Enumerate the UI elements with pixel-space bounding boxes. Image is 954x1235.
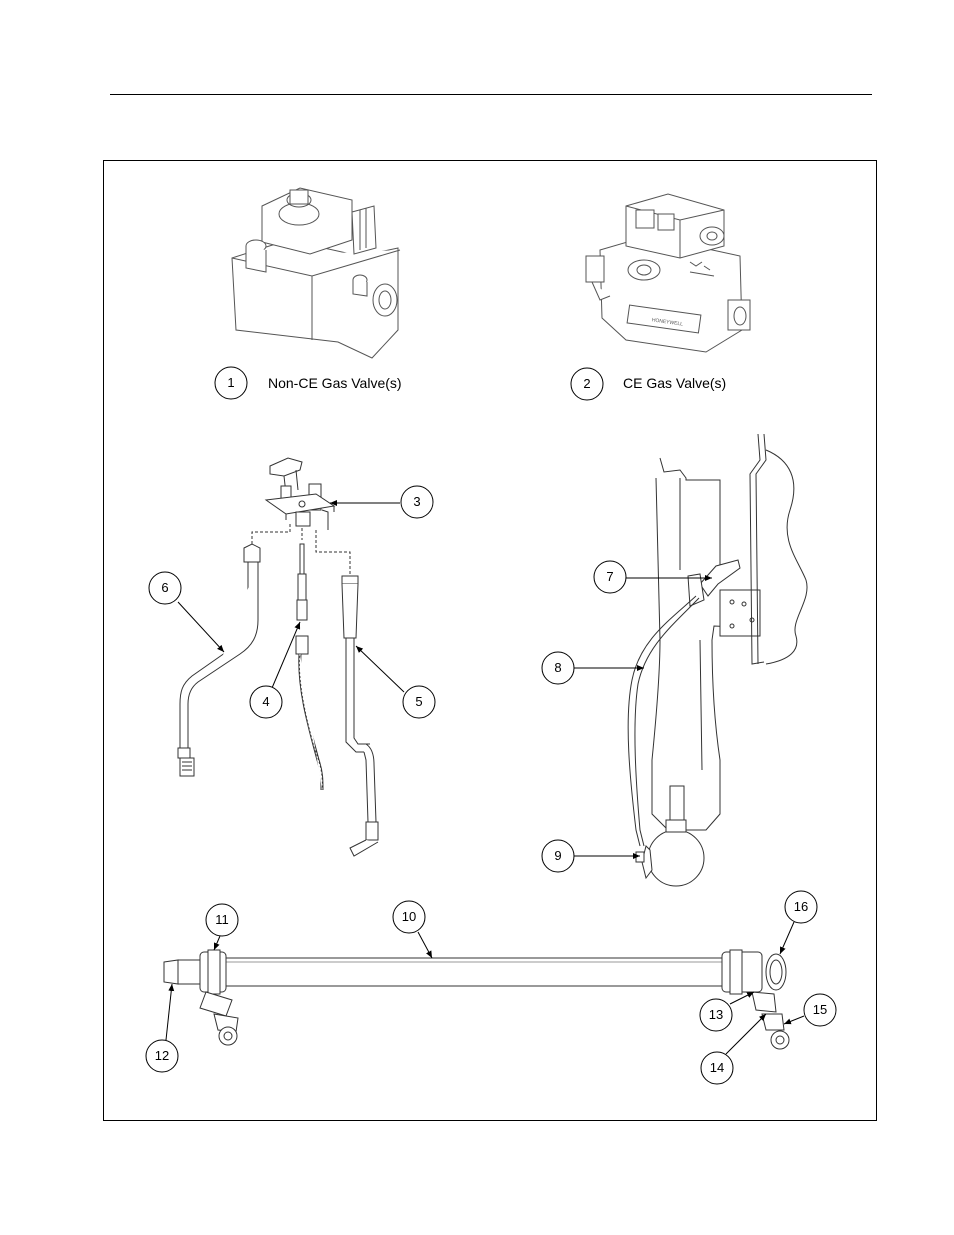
- callout-2: 2: [570, 367, 604, 401]
- callout-14: 14: [700, 1013, 767, 1085]
- callout-10-label: 10: [402, 909, 416, 924]
- figure-frame: [103, 160, 877, 1121]
- callout-9-label: 9: [554, 848, 561, 863]
- non-ce-gas-valve: [231, 187, 401, 359]
- callout-15-label: 15: [813, 1002, 827, 1017]
- pilot-tube: [177, 543, 261, 777]
- callout-9: 9: [541, 839, 640, 873]
- gas-manifold: [163, 949, 790, 1050]
- callout-6-label: 6: [161, 580, 168, 595]
- pilot-dashed-lines: [251, 524, 351, 575]
- callout-2-label: 2: [583, 376, 590, 391]
- header-rule: [110, 94, 872, 95]
- spark-electrode: [635, 845, 653, 880]
- callout-11-label: 11: [215, 912, 229, 927]
- callout-11: 11: [205, 903, 239, 951]
- callout-4-label: 4: [262, 694, 269, 709]
- callout-1: 1: [214, 366, 248, 400]
- callout-16-label: 16: [794, 899, 808, 914]
- callout-3: 3: [330, 485, 434, 519]
- ignition-lead: [627, 595, 700, 847]
- callout-5-label: 5: [415, 694, 422, 709]
- callout-15: 15: [783, 993, 837, 1027]
- callout-7: 7: [593, 560, 712, 594]
- callout-3-label: 3: [413, 494, 420, 509]
- ignition-wire: [295, 543, 324, 791]
- callout-10: 10: [392, 900, 433, 959]
- callout-14-label: 14: [710, 1060, 724, 1075]
- valve-brand-label: HONEYWELL: [651, 317, 683, 327]
- callout-13: 13: [699, 991, 755, 1032]
- callout-13-label: 13: [709, 1007, 723, 1022]
- callout-4: 4: [249, 621, 301, 719]
- callout-8: 8: [541, 651, 644, 685]
- thermocouple: [341, 575, 379, 857]
- pilot-assembly: [264, 457, 336, 530]
- callout-8-label: 8: [554, 660, 561, 675]
- callout-6: 6: [148, 571, 225, 653]
- callout-1-label: 1: [227, 375, 234, 390]
- non-ce-caption: Non-CE Gas Valve(s): [268, 375, 402, 391]
- firebox-wall: [749, 433, 808, 665]
- ce-gas-valve: [585, 193, 751, 353]
- callout-16: 16: [779, 890, 818, 955]
- callout-12-label: 12: [155, 1048, 169, 1063]
- callout-7-label: 7: [606, 569, 613, 584]
- burner-tube: [647, 457, 761, 887]
- callout-5: 5: [355, 645, 436, 719]
- ce-caption: CE Gas Valve(s): [623, 375, 726, 391]
- callout-12: 12: [145, 983, 179, 1073]
